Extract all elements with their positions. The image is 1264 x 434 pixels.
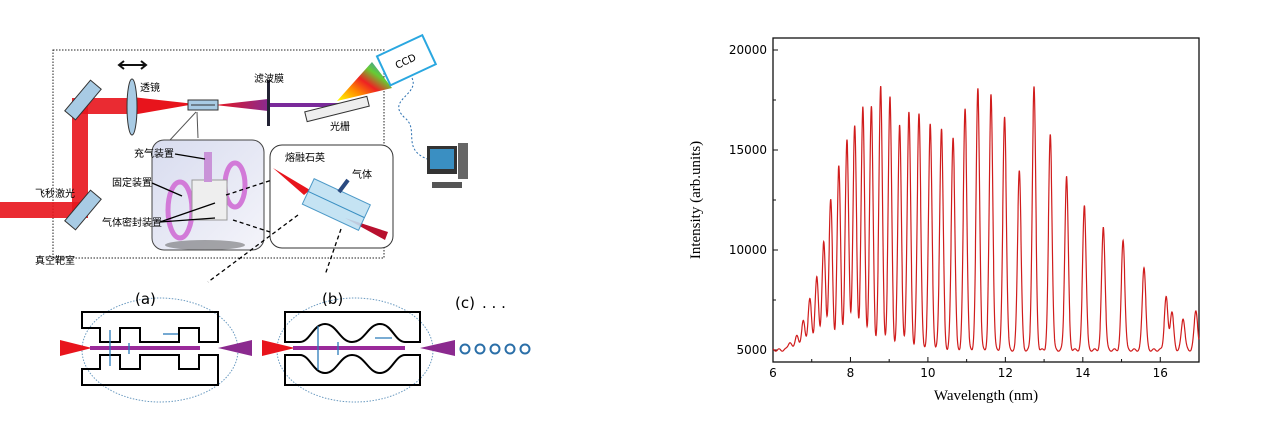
gas-inlet-arrow-icon bbox=[337, 178, 350, 194]
ellipsis: . . . bbox=[482, 294, 506, 312]
filter bbox=[267, 80, 270, 126]
laser-beam-input bbox=[0, 202, 82, 218]
laser-beam-horizontal bbox=[80, 98, 132, 114]
spectrum-line bbox=[772, 86, 1200, 352]
lens-label: 透镜 bbox=[140, 81, 160, 94]
x-tick-label: 6 bbox=[769, 366, 777, 380]
mirror-bottom bbox=[64, 189, 102, 231]
ccd-camera: CCD bbox=[375, 33, 438, 87]
grating bbox=[304, 95, 370, 123]
mirror-top bbox=[64, 79, 102, 121]
x-tick-label: 16 bbox=[1153, 366, 1168, 380]
sinusoidal-modulation-structure bbox=[284, 311, 421, 386]
panel-b-label: (b) bbox=[322, 290, 343, 308]
x-tick-label: 8 bbox=[847, 366, 855, 380]
data-cable bbox=[398, 77, 431, 161]
vacuum-chamber-label: 真空靶室 bbox=[35, 254, 75, 267]
panel-c-label: (c) bbox=[455, 294, 475, 312]
filter-label: 滤波膜 bbox=[254, 72, 284, 85]
plot-frame bbox=[772, 37, 1200, 363]
panel-a-arrows-icon bbox=[109, 330, 178, 366]
more-structures-icon bbox=[459, 343, 531, 355]
filtered-beam bbox=[268, 103, 340, 107]
x-tick-label: 10 bbox=[920, 366, 935, 380]
computer-icon bbox=[427, 143, 468, 188]
panel-a-label: (a) bbox=[135, 290, 156, 308]
experimental-setup-diagram: 透镜 滤波膜 光栅 CCD 充气装置 固定装置 气体密封装置 熔融石英 气体 bbox=[0, 33, 531, 403]
gas-seal-label: 气体密封装置 bbox=[102, 216, 162, 229]
y-tick-label: 20000 bbox=[729, 43, 767, 57]
y-axis-label: Intensity (arb.units) bbox=[688, 141, 704, 259]
grating-label: 光栅 bbox=[330, 120, 350, 133]
panel-b-arrows-icon bbox=[317, 326, 392, 370]
rectangular-modulation-structure bbox=[81, 311, 219, 386]
y-tick-label: 15000 bbox=[729, 143, 767, 157]
gas-label: 气体 bbox=[352, 168, 372, 181]
fixture-label: 固定装置 bbox=[112, 176, 152, 189]
diverging-beam bbox=[215, 99, 268, 111]
y-tick-label: 10000 bbox=[729, 243, 767, 257]
laser-beam-vertical bbox=[72, 98, 88, 218]
focusing-beam bbox=[132, 97, 195, 115]
x-tick-label: 12 bbox=[998, 366, 1013, 380]
y-tick-label: 5000 bbox=[736, 343, 767, 357]
fused-silica-capillary bbox=[301, 178, 372, 231]
lens bbox=[126, 78, 138, 136]
dispersed-spectrum bbox=[337, 62, 392, 101]
fs-laser-label: 飞秒激光 bbox=[35, 187, 75, 200]
lens-move-arrow-icon bbox=[117, 60, 148, 70]
gas-filling-label: 充气装置 bbox=[134, 147, 174, 160]
x-tick-label: 14 bbox=[1075, 366, 1090, 380]
fused-silica-label: 熔融石英 bbox=[285, 151, 325, 164]
gas-cell-drawing bbox=[165, 152, 248, 250]
x-axis-label: Wavelength (nm) bbox=[934, 388, 1038, 404]
